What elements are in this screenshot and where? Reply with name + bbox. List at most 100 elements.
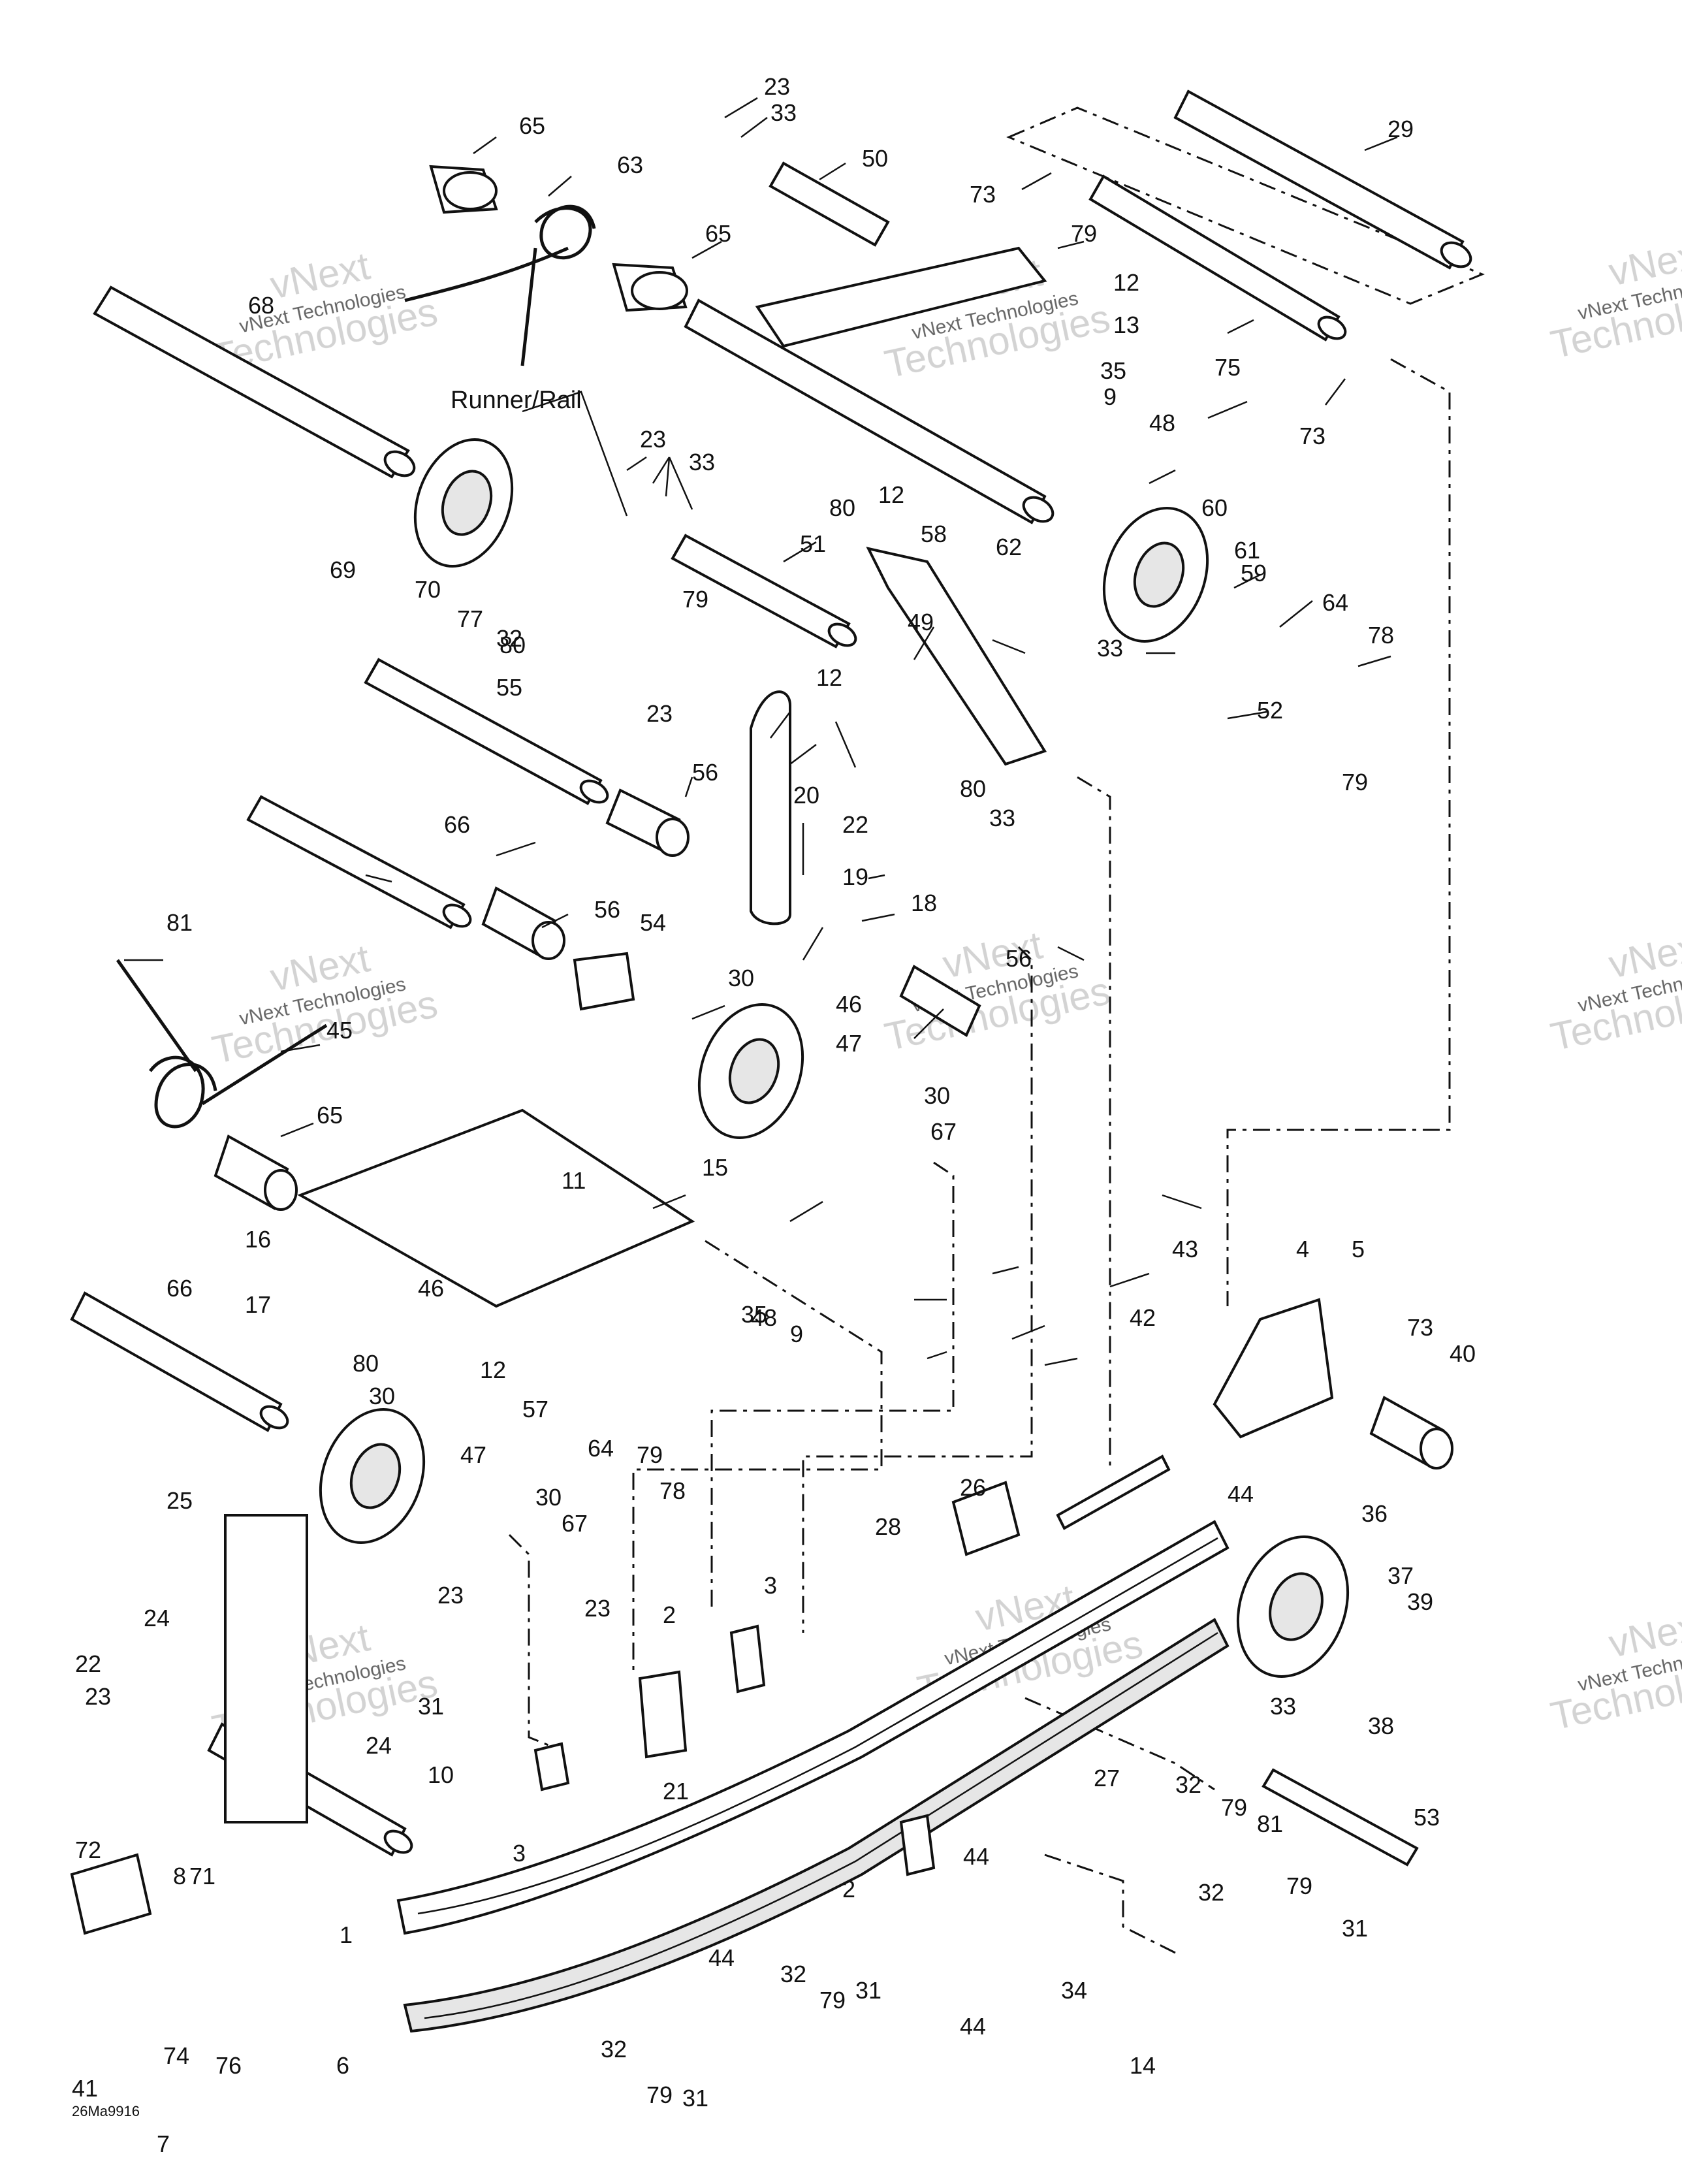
callout-label: 7 <box>157 2130 170 2157</box>
callout-label: 35 <box>1100 357 1126 384</box>
callout-label: 21 <box>663 1778 689 1805</box>
callout-label: 12 <box>480 1357 506 1383</box>
callout-label: 30 <box>924 1082 950 1109</box>
callout-label: 74 <box>163 2042 189 2069</box>
springs-arms-misc <box>70 204 1334 1935</box>
callout-label: 2 <box>663 1601 676 1628</box>
callout-leaders <box>124 97 1398 1366</box>
callout-label: 25 <box>167 1487 193 1514</box>
callout-label: 64 <box>1322 589 1348 616</box>
callout-label: 23 <box>584 1595 611 1622</box>
callout-label: 65 <box>705 220 731 247</box>
callout-label: 79 <box>1221 1794 1247 1821</box>
callout-label: 22 <box>842 811 868 838</box>
callout-label: 81 <box>167 909 193 936</box>
callout-label: 30 <box>728 965 754 991</box>
callout-label: 38 <box>1368 1712 1394 1739</box>
callout-label: 50 <box>862 145 888 172</box>
callout-label: 79 <box>819 1987 846 2014</box>
callout-label: 70 <box>415 576 441 603</box>
callout-label: 23 <box>640 426 666 453</box>
callout-label: 11 <box>562 1167 586 1194</box>
callout-label: 56 <box>1006 945 1032 972</box>
callout-label: 79 <box>637 1441 663 1468</box>
drawing-code: 26Ma9916 <box>72 2103 140 2119</box>
callout-label: 5 <box>1352 1236 1365 1262</box>
callout-label: 23 <box>764 73 790 100</box>
callout-label: 67 <box>930 1118 957 1145</box>
callout-label: 51 <box>800 530 826 557</box>
callout-label: 78 <box>659 1477 686 1504</box>
callout-label: 10 <box>428 1761 454 1788</box>
callout-label: 48 <box>1149 410 1175 436</box>
callout-label: 19 <box>842 863 868 890</box>
callout-label: 39 <box>1407 1588 1433 1615</box>
callout-label: 6 <box>336 2052 349 2079</box>
callout-label: 24 <box>144 1605 170 1631</box>
callout-label: 81 <box>1257 1810 1283 1837</box>
callout-label: 33 <box>1270 1693 1296 1720</box>
callout-label: 57 <box>522 1396 548 1422</box>
callout-label: 13 <box>1113 312 1139 338</box>
callout-label: 64 <box>588 1435 614 1462</box>
callout-label: 14 <box>1130 2052 1156 2079</box>
callout-label: 46 <box>418 1275 444 1302</box>
callout-label: 61 <box>1234 537 1260 564</box>
callout-label: 40 <box>1450 1340 1476 1367</box>
callout-label: 73 <box>1407 1314 1433 1341</box>
callout-label: 68 <box>248 292 274 319</box>
callout-label: 55 <box>496 674 522 701</box>
callout-label: 33 <box>989 805 1015 831</box>
callout-label: 56 <box>594 896 620 923</box>
callout-label: 80 <box>829 494 855 521</box>
callout-label: 33 <box>689 449 715 475</box>
callout-label: 73 <box>970 181 996 208</box>
callout-label: 23 <box>85 1683 111 1710</box>
callout-label: 34 <box>1061 1977 1087 2004</box>
callout-label: 9 <box>1103 383 1117 410</box>
callout-label: 47 <box>836 1030 862 1057</box>
callout-label: 65 <box>519 112 545 139</box>
callout-label: 15 <box>702 1154 728 1181</box>
callout-label: 32 <box>601 2036 627 2063</box>
callout-label: 79 <box>646 2081 673 2108</box>
callout-label: 71 <box>189 1863 215 1889</box>
callout-label: 75 <box>1214 354 1241 381</box>
callout-label: 43 <box>1172 1236 1198 1262</box>
callout-label: 69 <box>330 556 356 583</box>
callout-label: 44 <box>963 1843 989 1870</box>
callout-label: 12 <box>816 664 842 691</box>
callout-label: 31 <box>418 1693 444 1720</box>
callout-label: 63 <box>617 152 643 178</box>
callout-label: 12 <box>1113 269 1139 296</box>
callout-label: 30 <box>369 1383 395 1409</box>
callout-label: 31 <box>682 2085 708 2112</box>
callout-label: 27 <box>1094 1765 1120 1791</box>
callout-label: 79 <box>682 586 708 613</box>
callout-label: 17 <box>245 1291 271 1318</box>
callout-label: 48 <box>751 1304 777 1331</box>
callout-label: 33 <box>1097 635 1123 662</box>
callout-label: 9 <box>790 1321 803 1347</box>
callout-label: 18 <box>911 890 937 916</box>
callout-label: 16 <box>245 1226 271 1253</box>
callout-label: 79 <box>1286 1872 1312 1899</box>
callout-label: 20 <box>793 782 819 809</box>
callout-label: 73 <box>1299 423 1325 449</box>
sleeves-and-bushings <box>214 165 1453 1469</box>
idler-wheels <box>319 438 1350 1678</box>
callout-label: 60 <box>1201 494 1228 521</box>
callout-label: 28 <box>875 1513 901 1540</box>
callout-label: 65 <box>317 1102 343 1129</box>
callout-label: 80 <box>500 632 526 658</box>
callout-label: 52 <box>1257 697 1283 724</box>
callout-label: 47 <box>460 1441 486 1468</box>
callout-label: 2 <box>842 1876 855 1903</box>
callout-label: 79 <box>1342 769 1368 795</box>
callout-label: 44 <box>708 1944 735 1971</box>
callout-label: 1 <box>340 1921 353 1948</box>
callout-label: 77 <box>457 605 483 632</box>
callout-numbers: 1 2 2 3 3 4 5 6 7 8 9 9 10 11 12 12 12 1… <box>72 73 1476 2157</box>
